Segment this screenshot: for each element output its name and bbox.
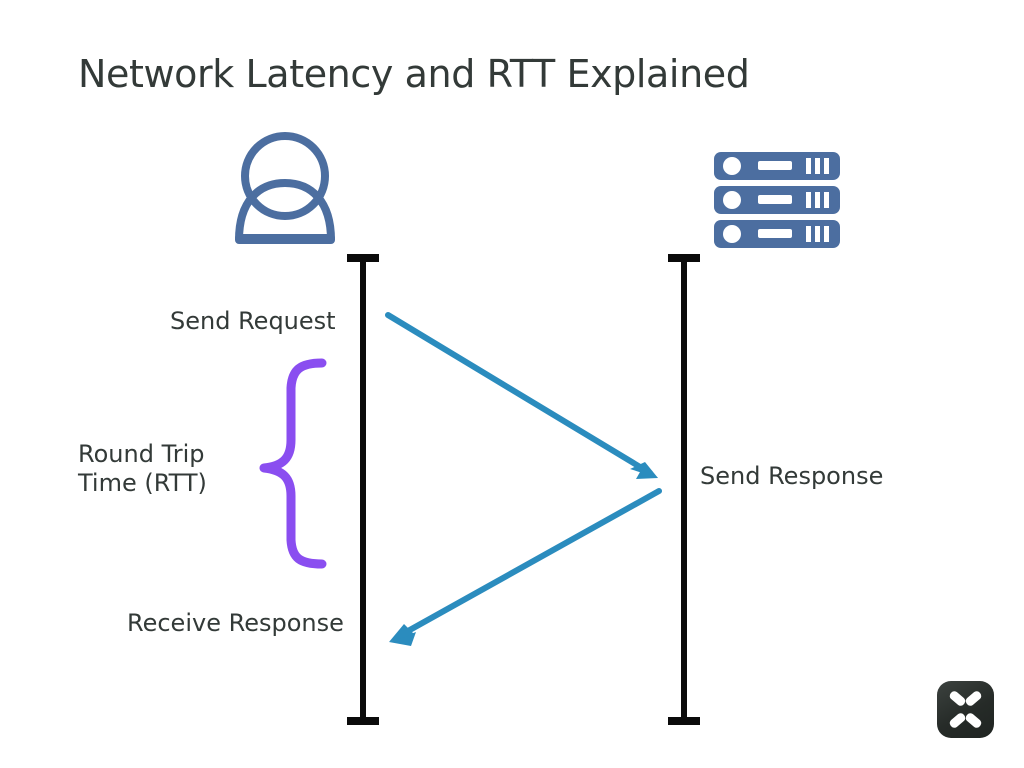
x-mark-logo[interactable] — [937, 681, 994, 738]
label-receive-response: Receive Response — [127, 609, 344, 637]
server-lifeline — [668, 254, 700, 725]
response-arrow — [389, 488, 662, 646]
user-icon — [235, 132, 335, 244]
request-arrow — [385, 312, 658, 479]
page-title: Network Latency and RTT Explained — [78, 52, 750, 96]
server-rack-icon — [714, 152, 840, 248]
label-rtt-line2: Time (RTT) — [78, 469, 207, 498]
client-lifeline — [347, 254, 379, 725]
x-mark-logo-icon — [949, 691, 982, 728]
label-send-response: Send Response — [700, 462, 884, 490]
label-send-request: Send Request — [170, 307, 336, 335]
label-round-trip-time: Round Trip Time (RTT) — [78, 440, 207, 499]
label-rtt-line1: Round Trip — [78, 440, 205, 468]
rtt-brace-icon — [259, 358, 327, 569]
